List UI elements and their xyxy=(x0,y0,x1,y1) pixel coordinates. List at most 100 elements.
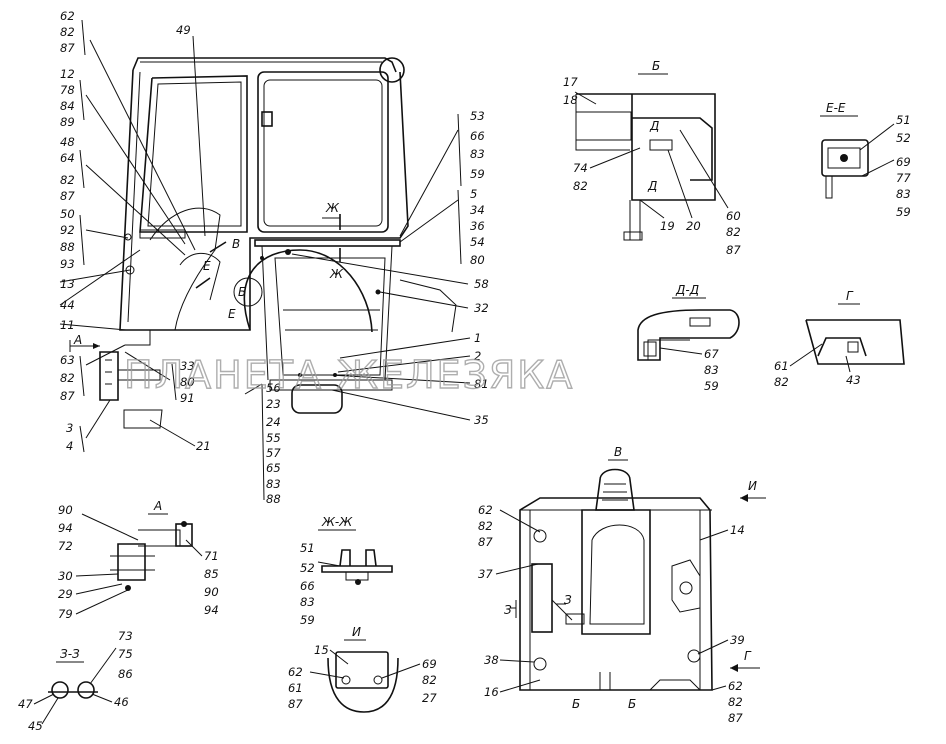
callout: 18 xyxy=(563,93,578,107)
callout: 79 xyxy=(58,607,73,621)
cab-main-view xyxy=(69,57,457,429)
callout: 66 xyxy=(470,129,485,143)
view-dd: Д-Д 67 83 59 xyxy=(637,283,740,393)
callout: 87 xyxy=(60,389,75,403)
callout: 64 xyxy=(60,151,75,165)
section-marker: И xyxy=(748,479,757,493)
view-g: Г 61 82 43 xyxy=(774,289,905,389)
view-ee: Е-Е 51 52 69 77 83 59 xyxy=(820,101,911,219)
view-title: Г xyxy=(846,289,854,303)
callout: 1 xyxy=(474,331,481,345)
callout: 37 xyxy=(478,567,493,581)
callout: 46 xyxy=(114,695,129,709)
callout: 54 xyxy=(470,235,485,249)
callout: 87 xyxy=(726,243,741,257)
callout: 67 xyxy=(704,347,719,361)
callout: 94 xyxy=(58,521,73,535)
callout: 62 xyxy=(60,9,75,23)
callout: 20 xyxy=(686,219,701,233)
callout: 47 xyxy=(18,697,33,711)
beacon-lamp xyxy=(379,57,405,83)
callout: 61 xyxy=(288,681,303,695)
callout: 87 xyxy=(288,697,303,711)
callout: 93 xyxy=(60,257,75,271)
callout: 90 xyxy=(204,585,219,599)
callout: 29 xyxy=(58,587,73,601)
callout: 83 xyxy=(470,147,485,161)
view-b: Б Д Д 17 18 74 82 19 20 60 82 87 xyxy=(563,59,741,257)
callout: 82 xyxy=(60,173,75,187)
callout: 57 xyxy=(266,446,281,460)
callout: 2 xyxy=(474,349,481,363)
view-v: В И Г З З Б Б 62 82 xyxy=(478,445,766,725)
callout: 61 xyxy=(774,359,789,373)
callout: 13 xyxy=(60,277,75,291)
callout: 66 xyxy=(300,579,315,593)
view-a: А 90 94 72 30 29 79 71 85 90 94 xyxy=(58,499,219,621)
callout: 58 xyxy=(474,277,489,291)
callout: 81 xyxy=(474,377,489,391)
callout: 88 xyxy=(266,492,281,506)
callout: 75 xyxy=(118,647,133,661)
callout: 14 xyxy=(730,523,745,537)
callout: 56 xyxy=(266,381,281,395)
callout: 86 xyxy=(118,667,133,681)
callout: 82 xyxy=(728,695,743,709)
callout: 38 xyxy=(484,653,499,667)
callout: 23 xyxy=(266,397,281,411)
view-title: З-З xyxy=(60,647,80,661)
callout: 80 xyxy=(180,375,195,389)
view-title: И xyxy=(352,625,361,639)
section-marker: З xyxy=(504,603,512,617)
callout: 44 xyxy=(60,298,75,312)
callout: 74 xyxy=(573,161,588,175)
section-marker: Д xyxy=(649,119,659,133)
callout: 82 xyxy=(60,25,75,39)
callout: 62 xyxy=(478,503,493,517)
callout: 89 xyxy=(60,115,75,129)
callout: 52 xyxy=(300,561,315,575)
callout: 19 xyxy=(660,219,675,233)
callout: 33 xyxy=(180,359,195,373)
section-marker: В xyxy=(232,237,240,251)
callout: 88 xyxy=(60,240,75,254)
callout: 3 xyxy=(66,421,73,435)
callout: 90 xyxy=(58,503,73,517)
callout: 59 xyxy=(896,205,911,219)
callout: 83 xyxy=(300,595,315,609)
callout: 59 xyxy=(470,167,485,181)
watermark: ПЛАНЕТА ЖЕЛЕЗЯКА xyxy=(124,353,574,397)
callout: 83 xyxy=(266,477,281,491)
callout: 63 xyxy=(60,353,75,367)
section-marker: Е xyxy=(203,259,211,273)
section-marker: Ж xyxy=(329,267,344,281)
callout: 12 xyxy=(60,67,75,81)
section-marker: Б xyxy=(628,697,636,711)
view-i: И 15 62 61 87 69 82 27 xyxy=(288,625,437,713)
section-marker: Б xyxy=(572,697,580,711)
callout: 48 xyxy=(60,135,75,149)
callout: 51 xyxy=(300,541,315,555)
callout: 92 xyxy=(60,223,75,237)
left-window-frame xyxy=(139,75,248,233)
view-title: Д-Д xyxy=(675,283,699,297)
callout: 87 xyxy=(728,711,743,725)
callout: 94 xyxy=(204,603,219,617)
callout: 87 xyxy=(478,535,493,549)
callout: 65 xyxy=(266,461,281,475)
callout: 82 xyxy=(726,225,741,239)
view-title: Е-Е xyxy=(826,101,846,115)
callout: 83 xyxy=(896,187,911,201)
callout: 60 xyxy=(726,209,741,223)
callout: 49 xyxy=(176,23,191,37)
callout: 17 xyxy=(563,75,578,89)
callout: 80 xyxy=(470,253,485,267)
section-marker: Д xyxy=(647,179,657,193)
callout: 59 xyxy=(704,379,719,393)
callout: 82 xyxy=(60,371,75,385)
callout: 82 xyxy=(774,375,789,389)
callout: 39 xyxy=(730,633,745,647)
callout: 45 xyxy=(28,719,43,733)
